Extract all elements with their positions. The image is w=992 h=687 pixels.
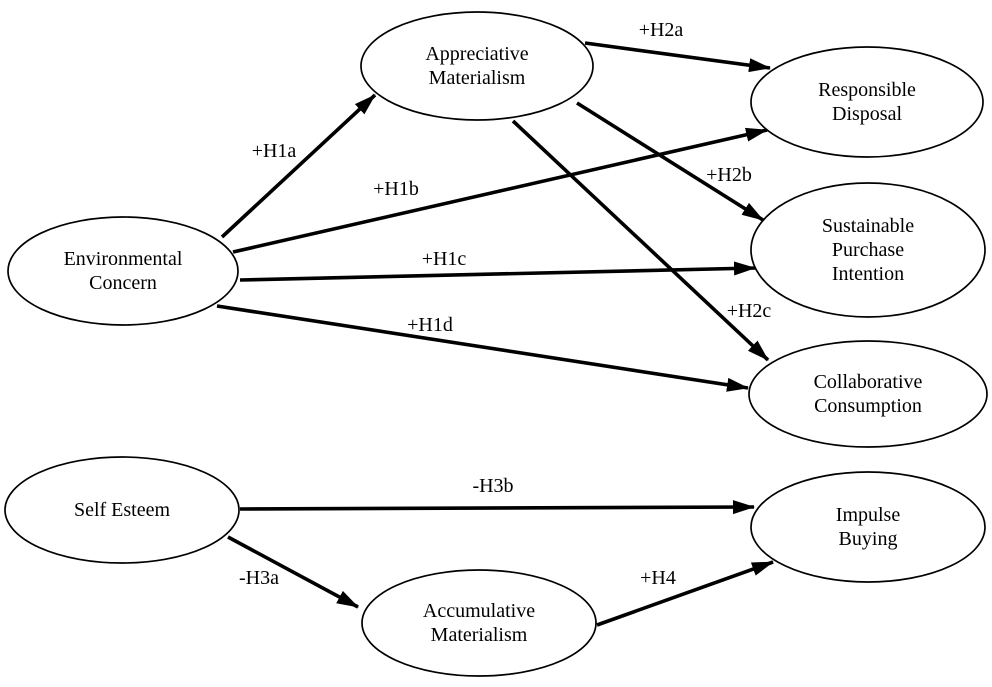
edge-h4-arrow [596, 560, 774, 627]
node-label-line: Materialism [429, 67, 526, 89]
node-label-line: Sustainable [822, 215, 914, 237]
node-label-line: Concern [89, 272, 157, 294]
edge-h1c-arrow [239, 261, 756, 282]
edge-label-h2c: +H2c [727, 300, 772, 322]
node-label-line: Intention [832, 263, 904, 285]
edge-label-h1d: +H1d [407, 314, 453, 336]
edge-label-h1c: +H1c [422, 248, 467, 270]
edge-labels-layer: +H1a +H1b +H1c +H1d +H2a +H2b +H2c -H3b -H3a +H4 [239, 19, 771, 589]
node-label-line: Accumulative [423, 600, 535, 622]
node-accumulative-materialism [361, 569, 597, 677]
node-self-esteem [4, 456, 240, 564]
node-environmental-concern [7, 216, 239, 326]
node-label-line: Consumption [814, 395, 922, 417]
node-label-line: Buying [839, 528, 898, 550]
node-impulse-buying [750, 471, 986, 583]
node-label-line: Disposal [832, 103, 902, 125]
node-appreciative-materialism [360, 11, 594, 121]
node-label-self-esteem: Self Esteem [74, 499, 171, 521]
node-label-line: Impulse [836, 504, 901, 526]
node-label-line: Responsible [818, 79, 916, 101]
node-label-line: Environmental [64, 248, 183, 270]
node-label-line: Self Esteem [74, 499, 171, 521]
edge-h1b-arrow [232, 127, 768, 254]
node-responsible-disposal [750, 46, 984, 158]
edge-h2c-arrow [511, 119, 770, 362]
edge-label-h1b: +H1b [373, 178, 419, 200]
edge-h1d-arrow [216, 304, 749, 392]
node-label-line: Appreciative [425, 43, 528, 65]
edge-label-h2b: +H2b [706, 164, 752, 186]
node-sustainable-purchase-intention [750, 182, 986, 318]
edge-label-h3a: -H3a [239, 567, 279, 589]
node-label-line: Collaborative [814, 371, 923, 393]
edge-h3b-arrow [239, 500, 755, 515]
edge-label-h3b: -H3b [472, 475, 513, 497]
node-label-line: Purchase [832, 239, 904, 261]
edge-h2a-arrow [584, 41, 771, 73]
edges-layer [216, 41, 774, 627]
node-label-line: Materialism [431, 624, 528, 646]
node-collaborative-consumption [748, 340, 988, 448]
edge-label-h2a: +H2a [639, 19, 684, 41]
edge-label-h1a: +H1a [252, 140, 297, 162]
edge-h3a-arrow [227, 535, 359, 609]
edge-h2b-arrow [576, 101, 764, 222]
edge-label-h4: +H4 [640, 567, 676, 589]
edge-h1a-arrow [220, 93, 377, 239]
